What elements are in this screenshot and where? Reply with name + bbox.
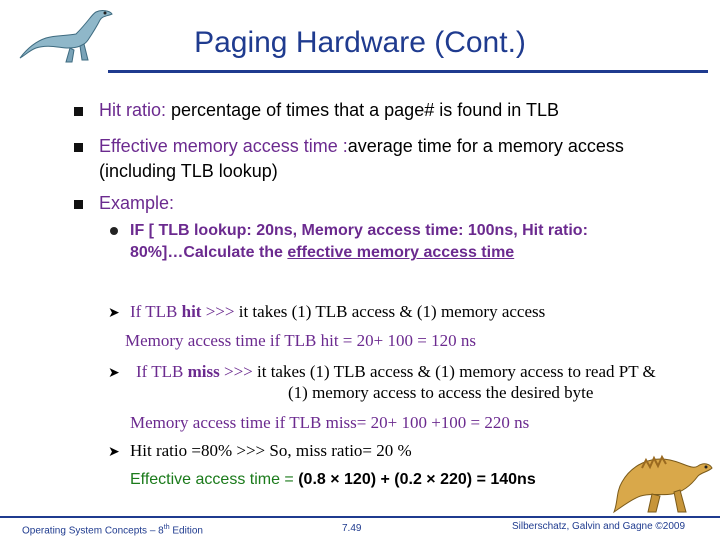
bullet-square-icon [74, 107, 83, 116]
footer-left: Operating System Concepts – 8th Edition [22, 524, 203, 536]
example-line1: IF [ TLB lookup: 20ns, Memory access tim… [130, 222, 588, 239]
hit-rest: it takes (1) TLB access & (1) memory acc… [238, 302, 546, 321]
hit-keyword: hit [181, 302, 202, 321]
bullet-hit-ratio: Hit ratio: percentage of times that a pa… [99, 100, 559, 121]
page-number: 7.49 [342, 523, 362, 534]
example-line2-text: 80%]…Calculate the [130, 244, 288, 261]
miss-arrows: >>> [219, 362, 258, 381]
term-example: Example: [99, 193, 175, 213]
hit-arrows: >>> [201, 302, 239, 321]
footer-rule [0, 516, 720, 518]
sub-bullet-dot-icon [110, 227, 118, 235]
effective-line: Effective access time = (0.8 × 120) + (0… [130, 471, 536, 489]
effective-label: Effective access time = [130, 471, 294, 488]
title-rule [108, 70, 708, 73]
miss-prefix: If TLB [136, 362, 188, 381]
miss-rest: it takes (1) TLB access & (1) memory acc… [257, 362, 656, 381]
bullet-square-icon [74, 143, 83, 152]
hit-case: If TLB hit >>> it takes (1) TLB access &… [130, 302, 545, 322]
dinosaur-bottom-icon [612, 454, 713, 514]
arrow-bullet-icon: ➤ [108, 443, 120, 459]
example-line2: 80%]…Calculate the effective memory acce… [130, 244, 514, 262]
hit-calc: Memory access time if TLB hit = 20+ 100 … [125, 331, 476, 350]
arrow-bullet-icon: ➤ [108, 304, 120, 320]
slide-title: Paging Hardware (Cont.) [194, 26, 526, 59]
term-effective-time: Effective memory access time : [99, 136, 348, 156]
hit-prefix: If TLB [130, 302, 182, 321]
miss-calc: Memory access time if TLB miss= 20+ 100 … [130, 413, 530, 432]
definition-effective-time: average time for a memory access [347, 136, 624, 156]
miss-line2: (1) memory access to access the desired … [288, 383, 594, 402]
footer-edition: Edition [169, 525, 203, 537]
miss-case: If TLB miss >>> it takes (1) TLB access … [136, 362, 656, 382]
bullet-square-icon [74, 200, 83, 209]
miss-keyword: miss [187, 362, 220, 381]
effective-formula: (0.8 × 120) + (0.2 × 220) = 140ns [293, 471, 536, 488]
arrow-bullet-icon: ➤ [108, 364, 120, 380]
dinosaur-logo-icon [19, 10, 113, 63]
ratio-line: Hit ratio =80% >>> So, miss ratio= 20 % [130, 441, 412, 460]
footer-sup: th [163, 524, 170, 531]
footer-right: Silberschatz, Galvin and Gagne ©2009 [512, 521, 686, 532]
bullet-effective-time: Effective memory access time :average ti… [99, 136, 624, 157]
footer-book: Operating System Concepts – 8 [22, 525, 164, 537]
example-link-emat: effective memory access time [287, 244, 515, 261]
definition-hit-ratio: percentage of times that a page# is foun… [166, 100, 559, 120]
definition-effective-time-line2: (including TLB lookup) [99, 161, 278, 181]
term-hit-ratio: Hit ratio: [99, 100, 167, 120]
